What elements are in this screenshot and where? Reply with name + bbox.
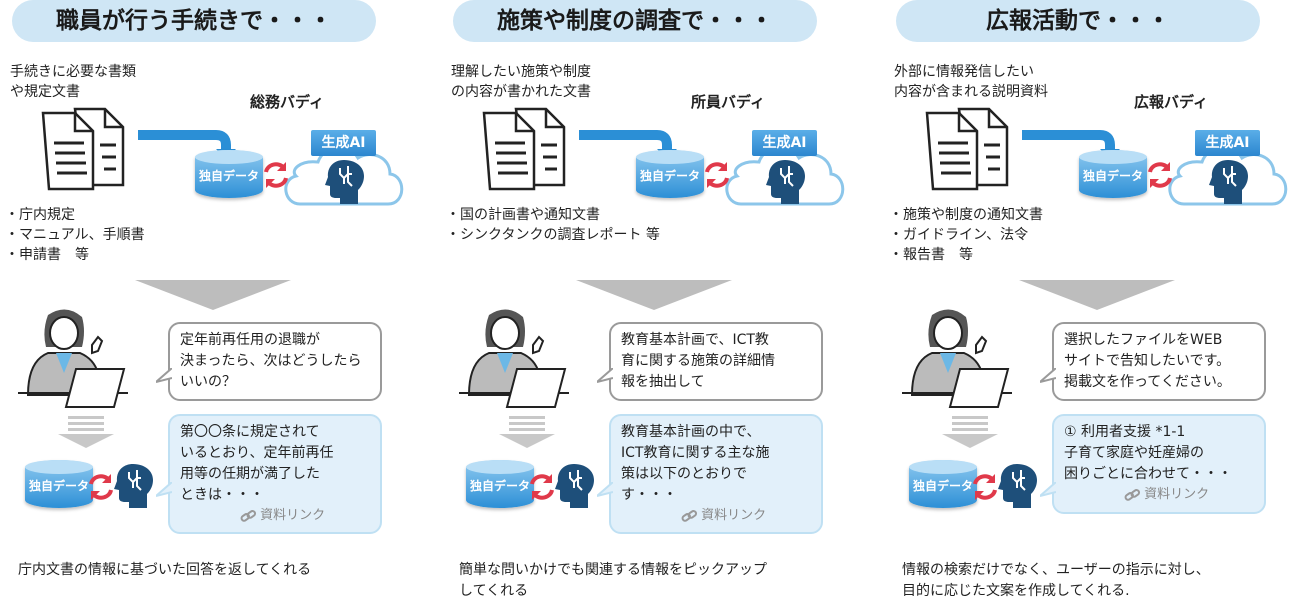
sync-arrows-icon [703, 160, 731, 194]
bubble-tail [1040, 368, 1056, 383]
link-label: 資料リンク [1144, 487, 1210, 502]
link-label: 資料リンク [701, 508, 767, 523]
link-icon [681, 508, 698, 523]
ai-head-icon [554, 462, 594, 512]
bubble-tail [597, 368, 613, 383]
generative-ai-tag: 生成AI [1195, 130, 1260, 156]
db-label: 独自データ [469, 479, 530, 493]
down-arrow-icon [576, 280, 732, 310]
sync-arrows-icon [87, 472, 115, 506]
ai-head-icon [1208, 158, 1248, 208]
bubble-tail [597, 482, 613, 497]
own-data-db-icon: 独自データ [466, 460, 534, 508]
sync-arrows-icon [528, 472, 556, 506]
source-documents-label: 外部に情報発信したい 内容が含まれる説明資料 [894, 64, 1048, 100]
own-data-db-icon: 独自データ [195, 150, 263, 198]
own-data-db-icon: 独自データ [1079, 150, 1147, 198]
own-data-db-icon: 独自データ [909, 460, 977, 508]
question-text: 教育基本計画で、ICT教 育に関する施策の詳細情 報を抽出して [621, 332, 775, 390]
use-case-panel: 施策や制度の調査で・・・ 理解したい施策や制度 の内容が書かれた文書 所員バディ… [441, 0, 861, 607]
document-examples-list: ・施策や制度の通知文書 ・ガイドライン、法令 ・報告書 等 [889, 207, 1043, 263]
ai-head-icon [324, 158, 364, 208]
own-data-db-icon: 独自データ [25, 460, 93, 508]
bubble-tail [1040, 482, 1056, 497]
use-case-panel: 広報活動で・・・ 外部に情報発信したい 内容が含まれる説明資料 広報バディ 生成… [884, 0, 1300, 607]
answer-text: 第〇〇条に規定されて いるとおり、定年前再任 用等の任期が満了した ときは・・・ [180, 424, 334, 503]
document-link[interactable]: 資料リンク [621, 506, 811, 526]
panel-caption: 庁内文書の情報に基づいた回答を返してくれる [18, 562, 312, 578]
link-label: 資料リンク [260, 508, 326, 523]
panel-caption: 簡単な問いかけでも関連する情報をピックアップ してくれる [459, 562, 767, 599]
ai-head-icon [113, 462, 153, 512]
sync-arrows-icon [971, 472, 999, 506]
question-text: 選択したファイルをWEB サイトで告知したいです。 掲載文を作ってください。 [1064, 332, 1231, 390]
link-icon [240, 508, 257, 523]
sync-arrows-icon [1146, 160, 1174, 194]
answer-bubble: 教育基本計画の中で、 ICT教育に関する主な施 策は以下のとおりで す・・・ 資… [597, 414, 823, 534]
question-text: 定年前再任用の退職が 決まったら、次はどうしたら いいの？ [180, 332, 362, 390]
generative-ai-tag: 生成AI [752, 130, 817, 156]
document-link[interactable]: 資料リンク [180, 506, 370, 526]
answer-text: ① 利用者支援 *1-1 子育て家庭や妊産婦の 困りごとに合わせて・・・ [1064, 424, 1232, 482]
ai-head-icon [997, 462, 1037, 512]
bubble-tail [156, 368, 172, 383]
link-icon [1124, 487, 1141, 502]
use-case-panel: 職員が行う手続きで・・・ 手続きに必要な書類 や規定文書 総務バディ 生成AI … [0, 0, 420, 607]
panel-title: 施策や制度の調査で・・・ [453, 0, 817, 42]
documents-icon [481, 105, 571, 199]
db-label: 独自データ [28, 479, 89, 493]
staff-person-icon [902, 305, 1017, 419]
own-data-db-icon: 独自データ [636, 150, 704, 198]
process-arrow-icon [942, 416, 998, 452]
answer-text: 教育基本計画の中で、 ICT教育に関する主な施 策は以下のとおりで す・・・ [621, 424, 770, 503]
question-bubble: 教育基本計画で、ICT教 育に関する施策の詳細情 報を抽出して [597, 322, 823, 401]
staff-person-icon [18, 305, 133, 419]
document-examples-list: ・庁内規定 ・マニュアル、手順書 ・申請書 等 [5, 207, 145, 263]
db-label: 独自データ [1082, 169, 1143, 183]
question-bubble: 定年前再任用の退職が 決まったら、次はどうしたら いいの？ [156, 322, 382, 401]
panel-title: 広報活動で・・・ [896, 0, 1260, 42]
document-examples-list: ・国の計画書や通知文書 ・シンクタンクの調査レポート 等 [446, 207, 660, 243]
db-label: 独自データ [639, 169, 700, 183]
db-label: 独自データ [912, 479, 973, 493]
documents-icon [924, 105, 1014, 199]
down-arrow-icon [1019, 280, 1175, 310]
buddy-name: 広報バディ [1134, 93, 1208, 111]
process-arrow-icon [499, 416, 555, 452]
sync-arrows-icon [262, 160, 290, 194]
panel-title: 職員が行う手続きで・・・ [12, 0, 376, 42]
source-documents-label: 理解したい施策や制度 の内容が書かれた文書 [451, 64, 591, 100]
bubble-tail [156, 482, 172, 497]
generative-ai-tag: 生成AI [311, 130, 376, 156]
question-bubble: 選択したファイルをWEB サイトで告知したいです。 掲載文を作ってください。 [1040, 322, 1266, 401]
buddy-name: 総務バディ [250, 93, 324, 111]
panel-caption: 情報の検索だけでなく、ユーザーの指示に対し、 目的に応じた文案を作成してくれる. [902, 562, 1210, 599]
buddy-name: 所員バディ [691, 93, 765, 111]
db-label: 独自データ [198, 169, 259, 183]
process-arrow-icon [58, 416, 114, 452]
document-link[interactable]: 資料リンク [1064, 485, 1254, 505]
down-arrow-icon [135, 280, 291, 310]
ai-head-icon [765, 158, 805, 208]
documents-icon [40, 105, 130, 199]
answer-bubble: ① 利用者支援 *1-1 子育て家庭や妊産婦の 困りごとに合わせて・・・ 資料リ… [1040, 414, 1266, 514]
source-documents-label: 手続きに必要な書類 や規定文書 [10, 64, 136, 100]
staff-person-icon [459, 305, 574, 419]
answer-bubble: 第〇〇条に規定されて いるとおり、定年前再任 用等の任期が満了した ときは・・・… [156, 414, 382, 534]
